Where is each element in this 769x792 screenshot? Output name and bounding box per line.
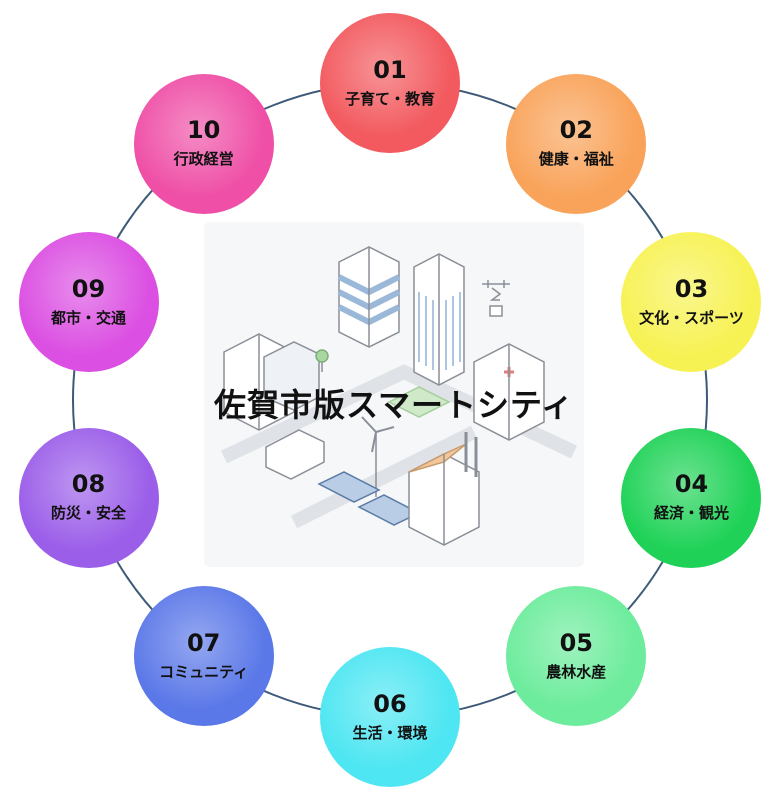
category-node-06[interactable]: 06 生活・環境	[320, 647, 460, 787]
category-node-07[interactable]: 07 コミュニティ	[133, 586, 274, 727]
category-label: 農林水産	[546, 662, 607, 681]
category-label: 生活・環境	[352, 723, 428, 742]
smart-city-illustration	[221, 246, 577, 546]
category-label: 都市・交通	[50, 308, 126, 327]
category-label: 防災・安全	[50, 504, 126, 523]
category-node-09[interactable]: 09 都市・交通	[18, 232, 159, 373]
category-label: コミュニティ	[159, 662, 249, 681]
category-number: 01	[373, 55, 407, 84]
category-node-10[interactable]: 10 行政経営	[133, 73, 274, 214]
category-number: 06	[373, 689, 407, 718]
category-number: 09	[71, 274, 106, 303]
category-label: 経済・観光	[653, 504, 729, 523]
category-node-04[interactable]: 04 経済・観光	[621, 427, 762, 568]
category-label: 文化・スポーツ	[639, 308, 744, 327]
category-number: 02	[559, 116, 594, 145]
center-illustration-panel: 佐賀市版スマートシティ	[204, 222, 584, 567]
category-label: 子育て・教育	[344, 89, 435, 108]
category-number: 10	[186, 116, 221, 145]
category-label: 健康・福祉	[538, 150, 614, 169]
category-number: 04	[674, 470, 709, 499]
category-node-05[interactable]: 05 農林水産	[506, 586, 647, 727]
category-number: 05	[559, 628, 594, 657]
category-number: 03	[674, 274, 709, 303]
category-label: 行政経営	[173, 150, 234, 169]
category-node-02[interactable]: 02 健康・福祉	[506, 73, 647, 214]
center-title: 佐賀市版スマートシティ	[213, 386, 575, 424]
category-node-01[interactable]: 01 子育て・教育	[320, 13, 460, 153]
category-node-03[interactable]: 03 文化・スポーツ	[621, 232, 762, 373]
category-number: 07	[186, 628, 221, 657]
category-number: 08	[71, 470, 106, 499]
category-node-08[interactable]: 08 防災・安全	[18, 427, 159, 568]
